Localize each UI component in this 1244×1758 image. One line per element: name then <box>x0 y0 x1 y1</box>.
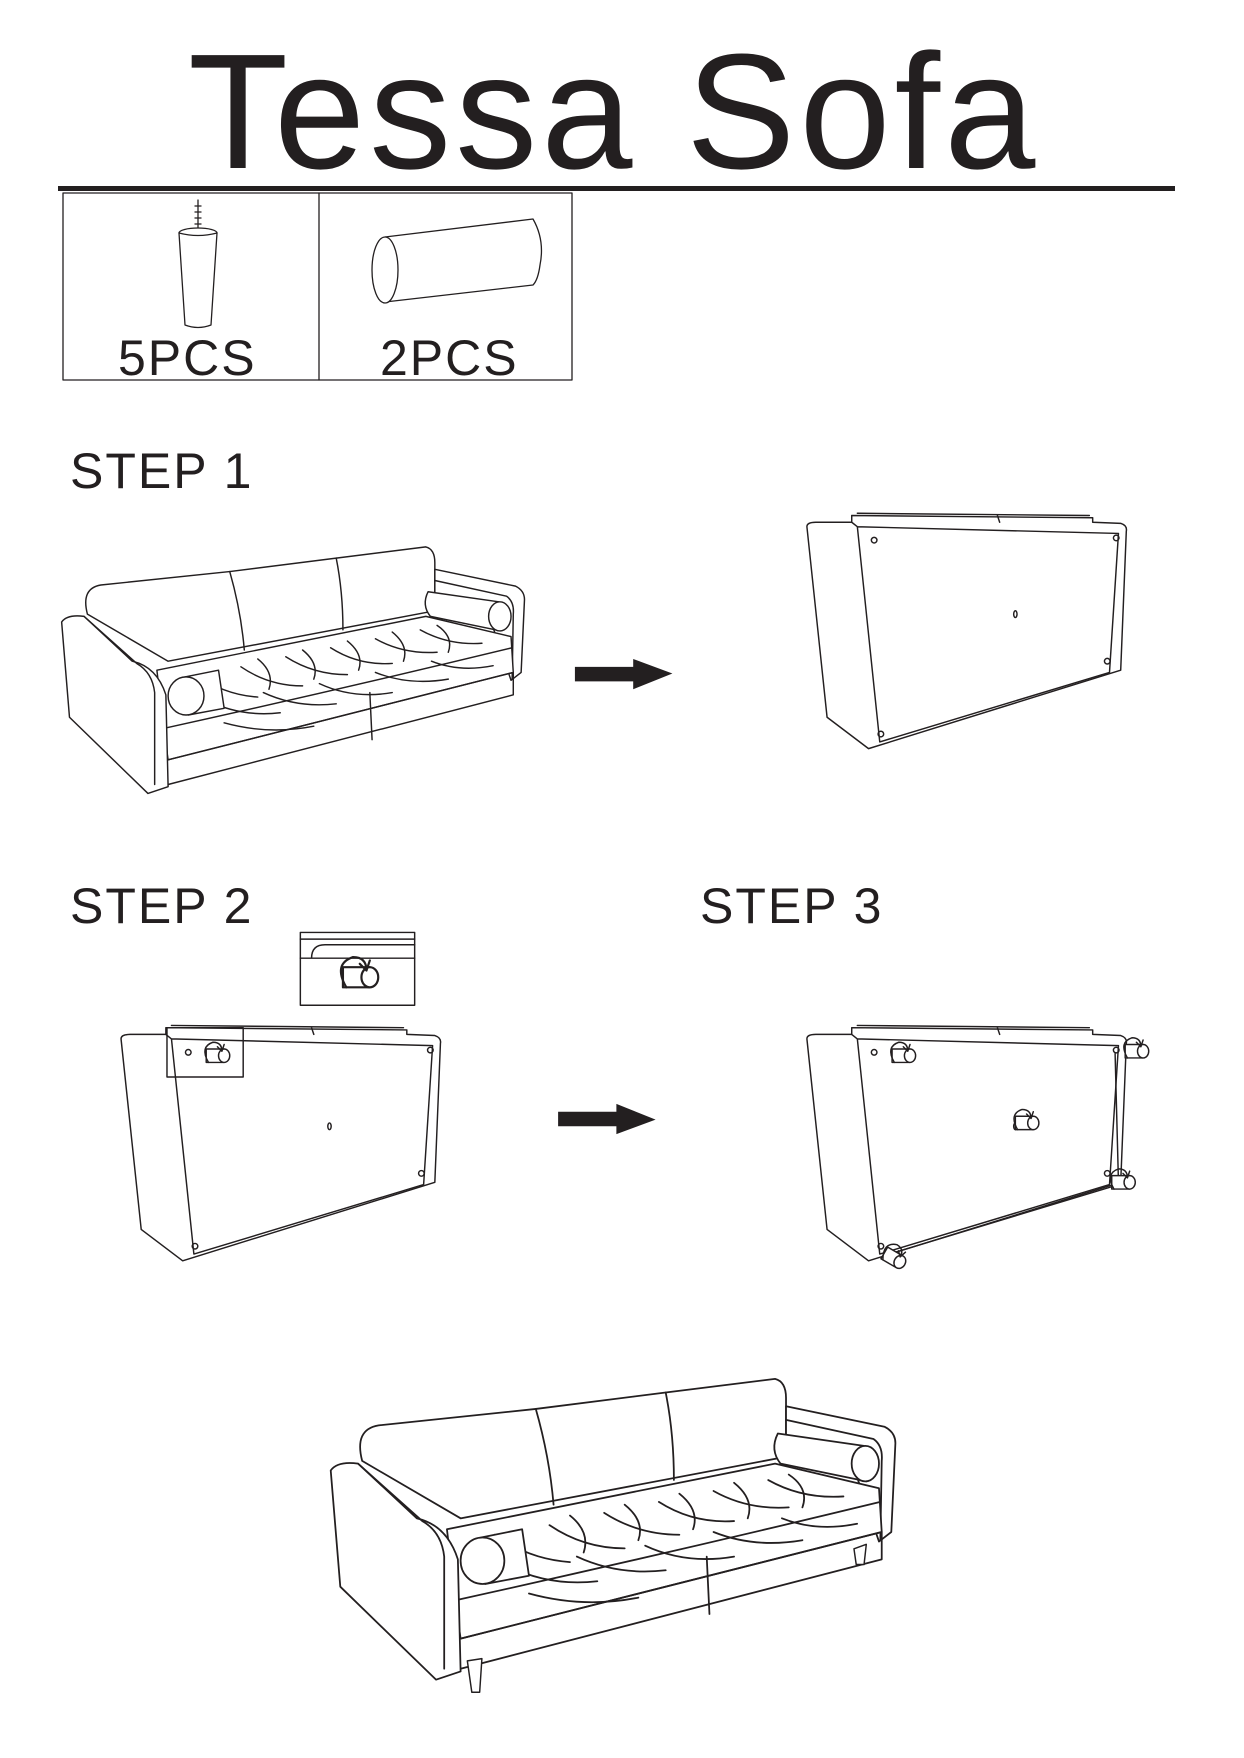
assembled-sofa-illustration <box>329 1377 897 1693</box>
sofa-leg-icon <box>178 199 218 329</box>
step-1-label: STEP 1 <box>70 443 254 499</box>
arrow-icon <box>558 1103 656 1135</box>
step-1-sofa-illustration <box>60 546 526 795</box>
step-2-attach-legs-illustration <box>120 1024 442 1262</box>
step-2-inset-detail <box>299 931 416 1006</box>
leg-quantity: 5PCS <box>118 330 257 386</box>
step-2-label: STEP 2 <box>70 878 254 934</box>
parts-table <box>62 192 573 381</box>
title-rule <box>58 186 1175 191</box>
bolster-pillow-icon <box>371 218 543 304</box>
arrow-icon <box>574 658 673 690</box>
page-title: Tessa Sofa <box>188 20 1040 203</box>
step-1-sofa-upturned-illustration <box>806 512 1128 750</box>
bolster-quantity: 2PCS <box>380 330 519 386</box>
step-3-legs-attached-illustration <box>806 1024 1150 1272</box>
step-3-label: STEP 3 <box>700 878 884 934</box>
